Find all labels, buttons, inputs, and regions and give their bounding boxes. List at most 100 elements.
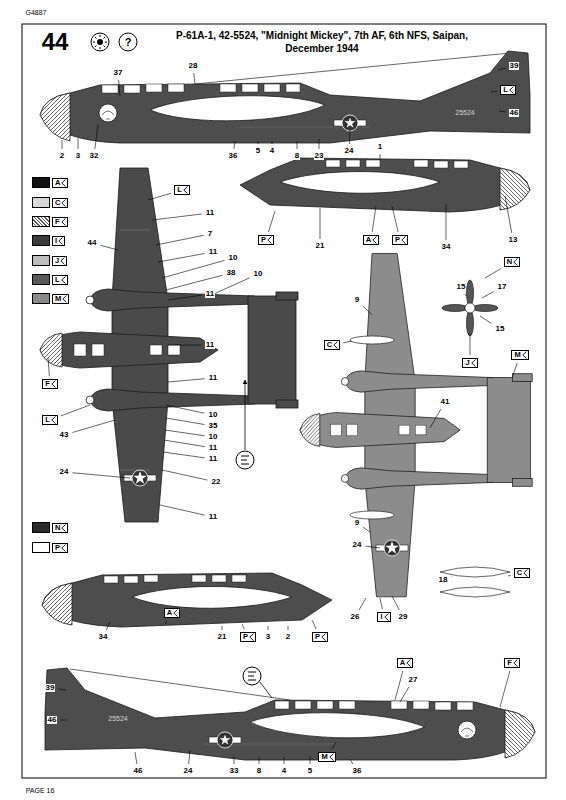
step-ground	[32, 27, 78, 57]
color-letter: F	[45, 380, 50, 388]
tag-pointer-stroke	[174, 610, 178, 617]
leader-line	[446, 204, 447, 240]
tag-pointer-stroke	[268, 237, 272, 244]
leader-line	[465, 294, 466, 296]
leader-line	[61, 405, 90, 416]
color-letter: L	[55, 276, 60, 284]
drop-tank	[350, 511, 394, 519]
color-swatch	[32, 177, 50, 188]
leader-line	[58, 689, 66, 691]
tag-pointer-stroke	[471, 360, 475, 367]
drawing-part	[40, 168, 298, 522]
callout-number: 2	[285, 633, 291, 641]
callout-number: 34	[98, 633, 109, 641]
callout-number: 41	[440, 398, 451, 406]
color-letter: N	[55, 524, 60, 532]
leader-line	[485, 269, 501, 278]
tag-pointer	[321, 633, 326, 641]
tag-pointer	[384, 613, 389, 621]
callout-number: 38	[226, 269, 237, 277]
callout-number: 5	[255, 147, 261, 155]
page-code: G4887	[25, 9, 46, 16]
callout-number: 39	[45, 684, 56, 692]
color-tag: C	[514, 568, 530, 578]
tag-pointer-stroke	[514, 259, 518, 266]
leader-line	[499, 111, 506, 113]
leader-line	[62, 140, 63, 149]
callout-number: 46	[47, 716, 58, 724]
leader-line	[189, 750, 190, 764]
leader-line	[148, 193, 171, 200]
leader-line	[380, 598, 382, 609]
leader-line	[166, 275, 223, 290]
leader-line	[100, 245, 118, 250]
tag-pointer-stroke	[524, 570, 528, 577]
tag-pointer	[372, 236, 377, 244]
leader-line	[156, 235, 204, 245]
leader-line	[288, 626, 289, 630]
callout-number: 21	[217, 633, 228, 641]
tag-pointer	[61, 199, 66, 207]
tag-pointer-stroke	[52, 417, 56, 424]
callout-number: 15	[495, 325, 506, 333]
antenna-wire	[195, 53, 510, 84]
color-tag: L	[52, 275, 68, 285]
callout-number: 27	[408, 676, 419, 684]
callout-number: 3	[265, 633, 271, 641]
leader-line	[310, 756, 311, 764]
color-tag: L	[500, 85, 516, 95]
option-mark: ?	[125, 37, 132, 48]
color-swatch	[32, 293, 50, 304]
callout-number: 35	[208, 422, 219, 430]
tag-pointer-stroke	[63, 295, 67, 302]
tag-pointer	[61, 524, 66, 532]
tag-pointer	[249, 633, 254, 641]
leader-line	[258, 141, 259, 144]
callout-number: 11	[208, 248, 218, 256]
tag-pointer-stroke	[62, 199, 66, 206]
callout-number: 39	[509, 62, 520, 70]
leader-line	[165, 621, 167, 624]
callout-number: 33	[229, 767, 240, 775]
callout-number: 5	[307, 767, 313, 775]
leader-line	[259, 757, 260, 764]
callout-number: 11	[208, 444, 218, 452]
callout-number: 1	[377, 143, 383, 151]
callout-number: 10	[208, 411, 219, 419]
drawing-part	[472, 305, 498, 312]
drawing-part	[300, 253, 532, 596]
serial-marking: 25524	[108, 715, 127, 722]
color-letter: J	[465, 359, 469, 367]
color-letter: A	[167, 609, 172, 617]
leader-line	[372, 206, 376, 232]
callout-number: 15	[456, 283, 467, 291]
callout-number: 10	[228, 254, 239, 262]
tag-pointer-stroke	[407, 660, 411, 667]
color-letter: P	[55, 544, 60, 552]
decal-symbol	[236, 451, 254, 469]
drawing-part	[93, 35, 107, 49]
callout-number: 24	[183, 767, 194, 775]
color-letter: P	[315, 633, 320, 641]
leader-line	[166, 405, 205, 413]
tag-pointer-stroke	[373, 237, 377, 244]
leader-line	[482, 292, 494, 298]
color-tag: P	[240, 632, 256, 642]
leader-line	[48, 358, 49, 376]
leader-line	[152, 214, 202, 220]
color-tag: M	[318, 752, 335, 762]
callout-number: 2	[59, 152, 65, 160]
leader-line	[500, 671, 510, 707]
legend-row: J	[32, 255, 67, 266]
tag-pointer	[61, 276, 66, 284]
tag-pointer-stroke	[61, 257, 65, 264]
pointer-line	[260, 682, 272, 698]
leader-line	[491, 91, 497, 93]
color-letter: P	[243, 633, 248, 641]
callout-number: 9	[354, 519, 360, 527]
callout-number: 28	[188, 62, 199, 70]
leader-line	[480, 316, 492, 324]
tag-pointer	[471, 359, 476, 367]
